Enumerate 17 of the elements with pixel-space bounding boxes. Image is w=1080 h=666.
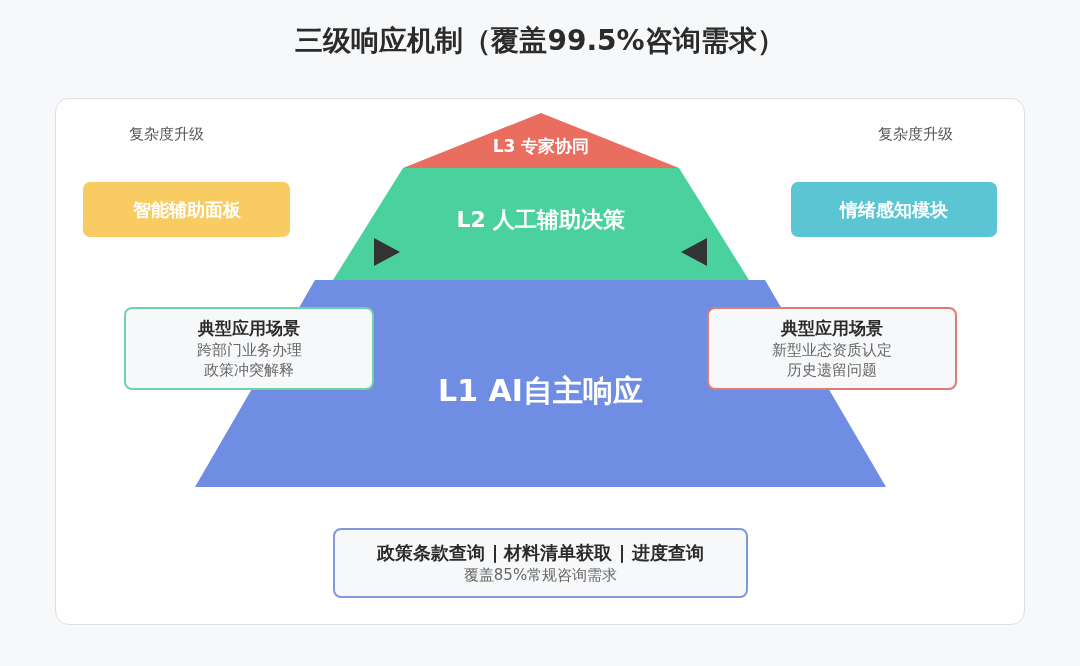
card-heading: 政策条款查询 | 材料清单获取 | 进度查询 (377, 541, 704, 565)
scenario-card (124, 307, 374, 390)
scenario-card (707, 307, 957, 390)
scenario-card (333, 528, 748, 598)
side-label: 复杂度升级 (127, 125, 205, 144)
title: 三级响应机制（覆盖99.5%咨询需求） (294, 23, 786, 59)
card-text: 新型业态资质认定历史遗留问题 (771, 340, 893, 380)
tier-label: L1 AI自主响应 (438, 371, 643, 410)
module-box: 智能辅助面板 (83, 182, 290, 237)
module-box: 情绪感知模块 (791, 182, 997, 237)
card-text: 跨部门业务办理政策冲突解释 (195, 340, 303, 380)
card-heading: 典型应用场景 (781, 317, 883, 340)
card-heading: 典型应用场景 (198, 317, 300, 340)
tier-label: L3 专家协同 (492, 135, 590, 158)
tier-label: L2 人工辅助决策 (456, 206, 626, 234)
card-text: 覆盖85%常规咨询需求 (463, 565, 618, 585)
side-label: 复杂度升级 (876, 125, 954, 144)
